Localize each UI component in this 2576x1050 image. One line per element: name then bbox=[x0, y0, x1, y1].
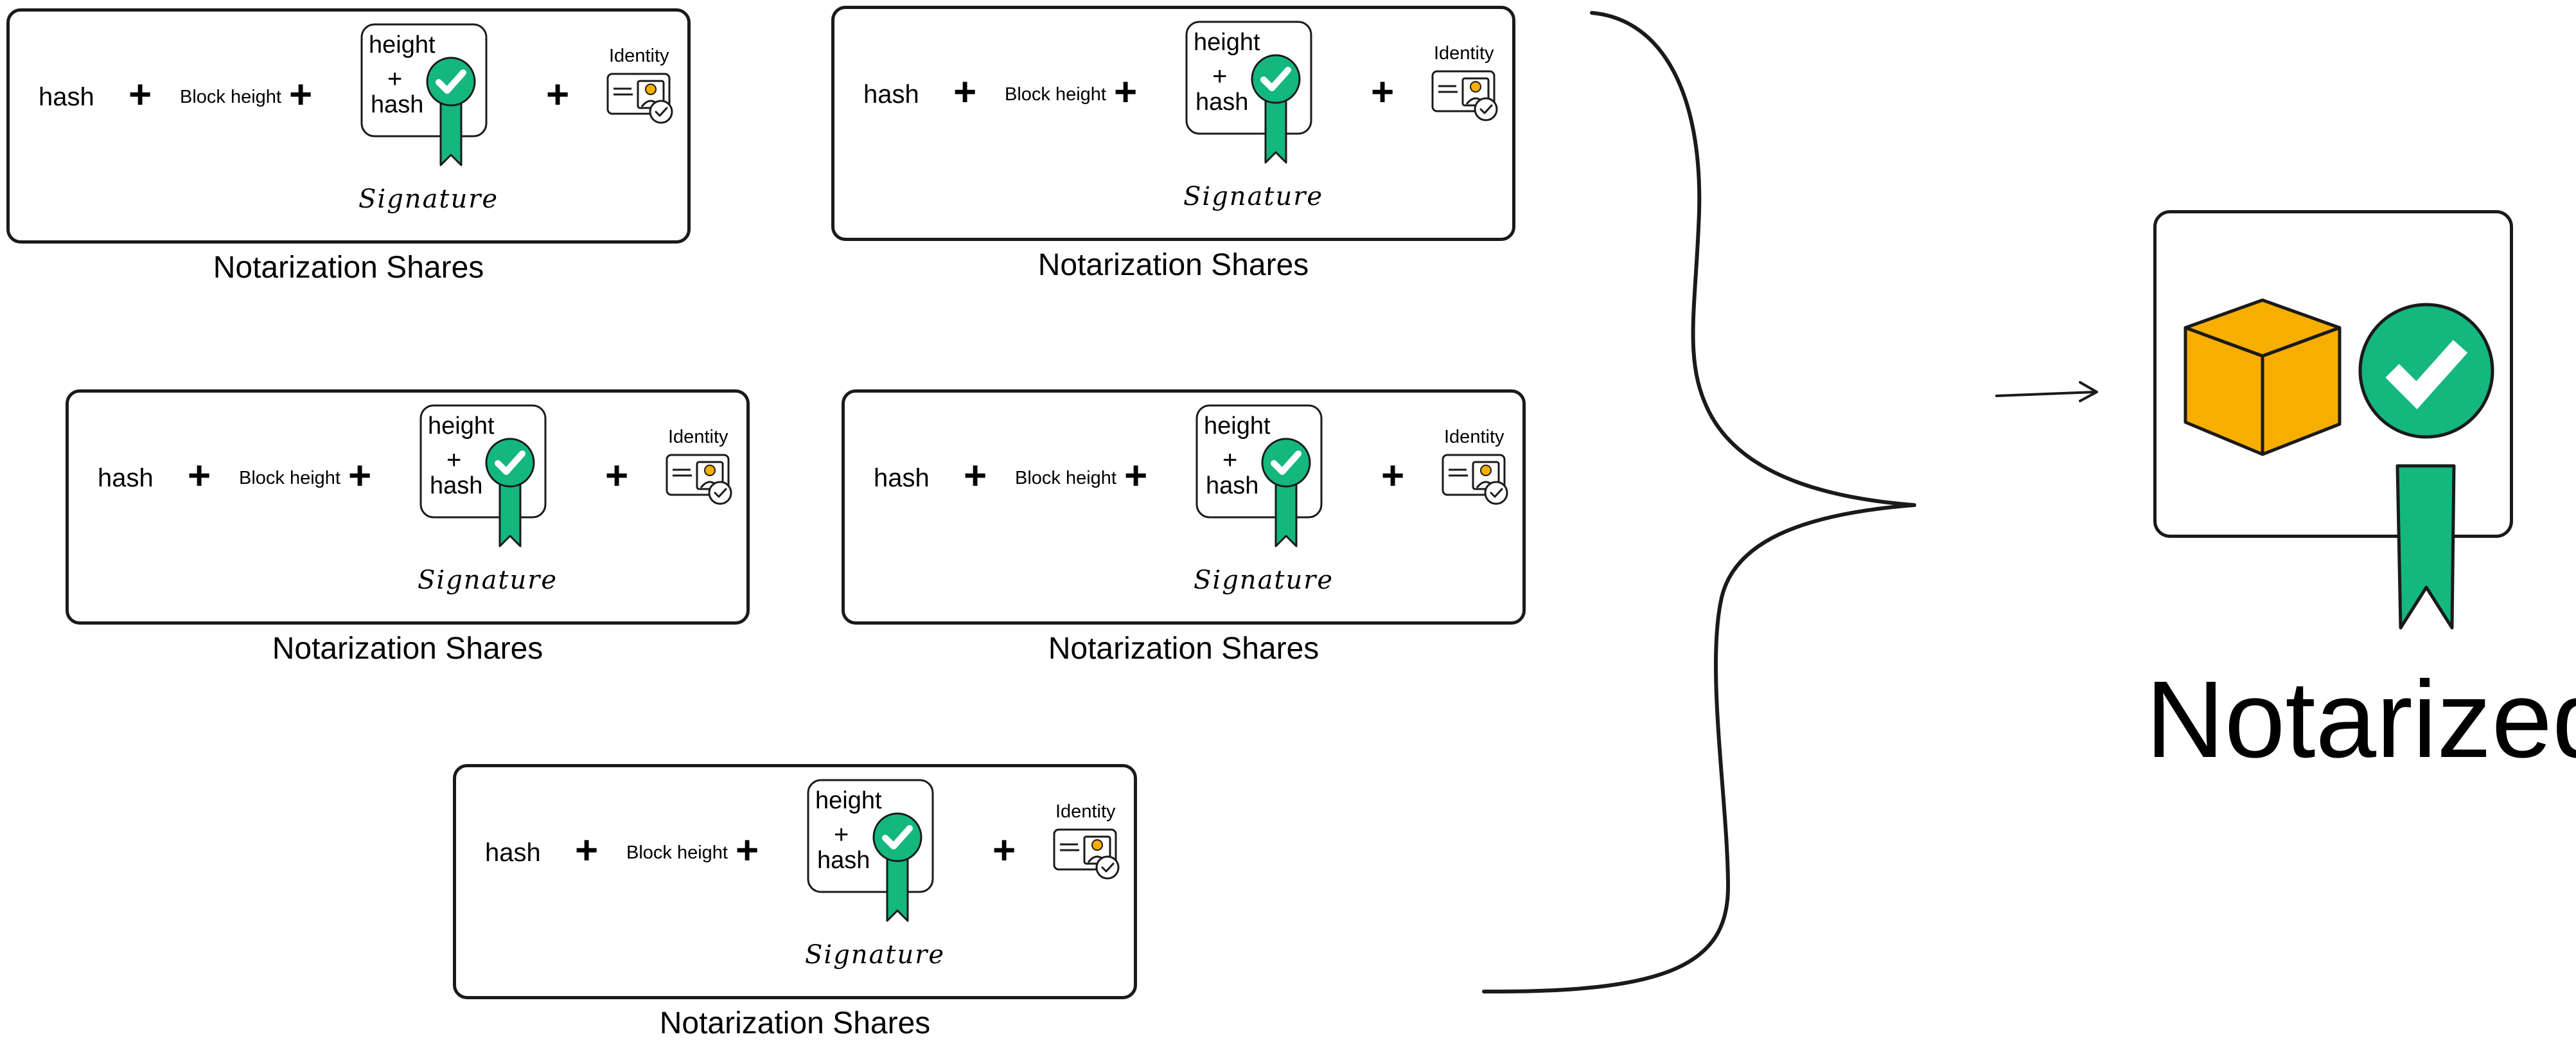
block-height-label: Block height bbox=[626, 842, 728, 863]
plus-sign: + bbox=[188, 454, 211, 498]
block-height-label: Block height bbox=[1005, 84, 1106, 105]
hash-label: hash bbox=[863, 80, 919, 109]
signature-certificate: height + hash bbox=[360, 22, 488, 177]
plus-sign: + bbox=[289, 73, 313, 117]
identity-label: Identity bbox=[609, 46, 669, 66]
hash-label: hash bbox=[98, 464, 154, 492]
signature-hash-text: hash bbox=[1206, 472, 1259, 499]
signature-label: Signature bbox=[418, 565, 558, 595]
notarization-share-card: hash + Block height + height + hash Sign… bbox=[831, 6, 1515, 282]
share-card-frame bbox=[66, 389, 750, 625]
certificate-icon bbox=[1185, 21, 1312, 164]
plus-sign: + bbox=[736, 828, 759, 873]
notarization-shares-caption: Notarization Shares bbox=[272, 632, 543, 666]
plus-sign: + bbox=[992, 828, 1016, 873]
identity-label: Identity bbox=[1055, 801, 1116, 822]
notarization-shares-caption: Notarization Shares bbox=[659, 1006, 931, 1040]
signature-hash-text: hash bbox=[817, 847, 870, 874]
arrow-right-icon bbox=[1995, 381, 2098, 402]
notarization-share-card: hash + Block height + height + hash Sign… bbox=[842, 389, 1526, 666]
signature-plus-text: + bbox=[446, 446, 462, 474]
certificate-icon bbox=[360, 23, 488, 166]
identity-card-icon bbox=[1053, 828, 1120, 880]
block-height-label: Block height bbox=[1015, 468, 1116, 488]
certificate-icon bbox=[807, 779, 934, 922]
plus-sign: + bbox=[1381, 454, 1405, 498]
notarized-label: Notarized bbox=[2146, 659, 2576, 781]
plus-sign: + bbox=[1124, 454, 1148, 498]
certificate-icon bbox=[1195, 404, 1323, 547]
ribbon-icon bbox=[2395, 464, 2456, 630]
signature-height-text: height bbox=[369, 31, 436, 58]
signature-plus-text: + bbox=[387, 65, 403, 93]
signature-label: Signature bbox=[805, 940, 946, 970]
signature-label: Signature bbox=[1183, 182, 1324, 211]
identity-label: Identity bbox=[1444, 427, 1504, 447]
plus-sign: + bbox=[575, 828, 599, 873]
plus-sign: + bbox=[605, 454, 629, 498]
signature-height-text: height bbox=[428, 413, 495, 440]
signature-certificate: height + hash bbox=[1195, 404, 1323, 558]
plus-sign: + bbox=[128, 73, 152, 117]
notarization-shares-caption: Notarization Shares bbox=[1048, 632, 1319, 666]
signature-label: Signature bbox=[1194, 565, 1334, 595]
signature-height-text: height bbox=[1194, 29, 1260, 56]
signature-certificate: height + hash bbox=[806, 778, 935, 932]
signature-hash-text: hash bbox=[1195, 89, 1249, 116]
block-height-label: Block height bbox=[180, 87, 281, 107]
share-card-frame bbox=[842, 389, 1526, 625]
signature-hash-text: hash bbox=[371, 91, 424, 118]
share-card-frame bbox=[453, 764, 1137, 999]
signature-height-text: height bbox=[1204, 413, 1271, 440]
signature-certificate: height + hash bbox=[1185, 20, 1313, 174]
hash-label: hash bbox=[485, 839, 541, 867]
plus-sign: + bbox=[953, 70, 977, 114]
signature-hash-text: hash bbox=[430, 472, 483, 499]
plus-sign: + bbox=[1114, 70, 1138, 114]
plus-sign: + bbox=[348, 454, 372, 498]
certificate-icon bbox=[419, 404, 547, 547]
identity-label: Identity bbox=[668, 427, 728, 447]
signature-label: Signature bbox=[358, 184, 499, 214]
notarization-share-card: hash + Block height + height + hash Sign… bbox=[6, 8, 691, 285]
identity-card-icon bbox=[1442, 454, 1508, 505]
block-height-label: Block height bbox=[239, 468, 340, 488]
notarization-shares-caption: Notarization Shares bbox=[1037, 248, 1309, 282]
share-card-frame bbox=[6, 8, 691, 244]
identity-card-icon bbox=[606, 73, 673, 124]
signature-plus-text: + bbox=[1212, 62, 1228, 91]
signature-height-text: height bbox=[815, 787, 882, 814]
share-card-frame bbox=[831, 6, 1515, 241]
identity-card-icon bbox=[666, 454, 732, 505]
identity-card-icon bbox=[1431, 70, 1498, 121]
plus-sign: + bbox=[964, 454, 987, 498]
checkmark-badge-icon bbox=[2358, 303, 2494, 439]
block-cube-icon bbox=[2183, 298, 2342, 456]
plus-sign: + bbox=[1371, 70, 1395, 114]
notarization-share-card: hash + Block height + height + hash Sign… bbox=[453, 764, 1137, 1040]
hash-label: hash bbox=[874, 464, 930, 492]
signature-plus-text: + bbox=[834, 821, 849, 849]
signature-certificate: height + hash bbox=[419, 404, 547, 558]
plus-sign: + bbox=[546, 73, 570, 117]
notarization-share-card: hash + Block height + height + hash Sign… bbox=[66, 389, 750, 666]
hash-label: hash bbox=[39, 83, 94, 111]
notarization-shares-caption: Notarization Shares bbox=[213, 251, 484, 285]
identity-label: Identity bbox=[1434, 43, 1494, 64]
notarized-artwork bbox=[2183, 298, 2494, 630]
signature-plus-text: + bbox=[1222, 446, 1238, 474]
